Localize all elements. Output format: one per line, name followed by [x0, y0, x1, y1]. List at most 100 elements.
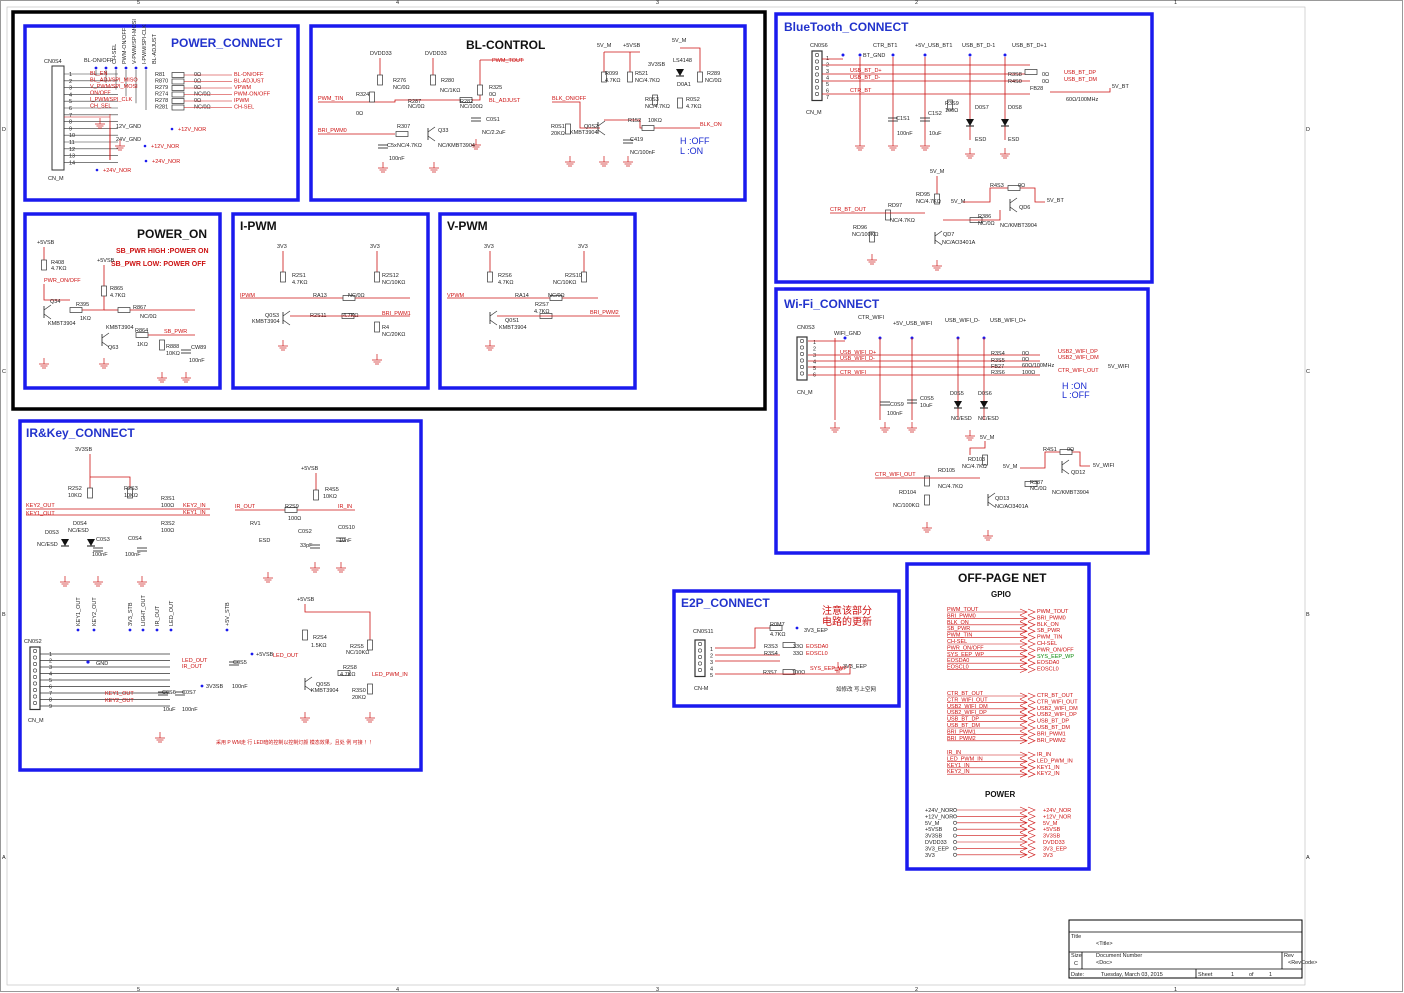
e2p-block: E2P_CONNECT 注意该部分电路的更新CN0S11CN-M12345R0M… [672, 589, 901, 708]
resistor-value: NC/0Ω [705, 78, 722, 84]
cap-ref: C5x [387, 143, 397, 149]
net-label: PWM-ON/OFF [234, 92, 271, 98]
net-label: BL_ADJUST [489, 98, 521, 104]
mosfet-part: NC/KMBT3904 [1052, 490, 1089, 496]
offpage-left-net: IR_IN [947, 750, 961, 756]
resistor-ref: R289 [707, 71, 720, 77]
offpage-power-left: +24V_NOR [925, 808, 953, 814]
resistor-ref: R278 [155, 98, 168, 104]
net-label: USB_BT_D- [850, 75, 880, 81]
net-label: USB_WIFI_D- [945, 318, 980, 324]
offpage-power-right: 3V3_EEP [1043, 846, 1067, 852]
net-label: USB_BT_D+ [850, 68, 882, 74]
resistor-ref: R3S4 [764, 651, 778, 657]
offpage-left-net: USB2_WIFI_DM [947, 704, 988, 710]
resistor-value: NC/4.7KΩ [397, 143, 422, 149]
resistor-value: 4.7KΩ [340, 672, 355, 678]
resistor-value: 4.7KΩ [534, 309, 549, 315]
net-label: SB_PWR [164, 329, 187, 335]
net-label: BT_GND [863, 53, 885, 59]
transistor-part: QD13 [995, 496, 1009, 502]
rev-label: Rev [1284, 953, 1294, 959]
pin-number: 3 [710, 660, 713, 666]
rail-label: 3V3 [578, 244, 588, 250]
pin-number: 9 [69, 126, 72, 132]
resistor-value: 33Ω [793, 644, 803, 650]
ferrite-value: 60Ω/100MHz [1066, 97, 1098, 103]
pin-number: 8 [69, 120, 72, 126]
resistor-ref: R324 [356, 92, 369, 98]
offpage-left-net: BRI_PWM0 [947, 613, 976, 619]
net-label: USB_WIFI_D- [840, 356, 875, 362]
resistor-ref: R2S6 [498, 273, 512, 279]
offpage-power-right: +24V_NOR [1043, 808, 1071, 814]
offpage-right-net: SYS_EEP_WP [1037, 654, 1074, 660]
pin-number: 7 [49, 691, 52, 697]
net-label: VPWM [447, 293, 465, 299]
wifi-hint-on: H :ON [1062, 381, 1087, 391]
resistor-ref: R81 [155, 72, 165, 78]
rail-label: 3V3SB [206, 684, 223, 690]
net-label: IR_OUT [155, 605, 161, 626]
border-column-label: 3 [656, 987, 659, 993]
net-label: PWM-ON/OFF [122, 27, 128, 64]
resistor-ref: R282 [460, 99, 473, 105]
resistor-ref: R2S5 [350, 644, 364, 650]
net-label: USB_BT_DM [1064, 77, 1097, 83]
border-row-label: D [1306, 127, 1310, 133]
net-label: CTR_WIFI_OUT [1058, 368, 1099, 374]
resistor-ref: RA13 [313, 293, 327, 299]
date-label: Date: [1071, 972, 1085, 978]
date-value: Tuesday, March 03, 2015 [1101, 972, 1163, 978]
bl-control-title: BL-CONTROL [466, 38, 545, 52]
offpage-power-left: +5VSB [925, 827, 943, 833]
resistor-ref: R2S10 [565, 273, 582, 279]
resistor-ref: R0S2 [686, 97, 700, 103]
sheet-total: 1 [1269, 972, 1272, 978]
resistor-ref: RD95 [916, 192, 930, 198]
resistor-value: NC/0Ω [978, 221, 995, 227]
transistor-ref: Q0S2 [584, 124, 598, 130]
resistor-value: NC/10KΩ [346, 650, 369, 656]
pin-number: 5 [813, 366, 816, 372]
resistor-value: 10KΩ [68, 493, 82, 499]
net-label: USB_BT_D-1 [962, 43, 995, 49]
net-label: BL-ADJUST [234, 79, 265, 85]
varistor-part: ESD [259, 538, 270, 544]
connector-ref: CN-M [694, 686, 709, 692]
resistor-ref: R3S1 [161, 496, 175, 502]
border-column-label: 1 [1174, 987, 1177, 993]
resistor-value: NC/0Ω [1030, 486, 1047, 492]
power-on-block: POWER_ON SB_PWR HIGH :POWER ON SB_PWR LO… [23, 212, 222, 390]
bl-hint-off: H :OFF [680, 136, 710, 146]
connector-ref: CN0S11 [693, 629, 713, 635]
pin-number: 5 [69, 99, 72, 105]
pin-number: 6 [69, 106, 72, 112]
title-value: <Title> [1096, 941, 1113, 947]
net-label: IR_OUT [235, 504, 256, 510]
rail-label: 3V3SB [75, 447, 92, 453]
size-value: C [1074, 961, 1078, 967]
cap-ref: C419 [630, 137, 643, 143]
resistor-value: 4.7KΩ [110, 293, 125, 299]
sheet-label: Sheet [1198, 972, 1213, 978]
net-label: IPWM [234, 98, 249, 104]
offpage-left-net: CTR_BT_OUT [947, 691, 984, 697]
resistor-value: NC/4.7KΩ [890, 218, 915, 224]
offpage-left-net: CTR_WIFI_OUT [947, 697, 988, 703]
resistor-value: NC/4.7KΩ [916, 199, 941, 205]
resistor-ref: R4S5 [325, 487, 339, 493]
resistor-value: NC/20KΩ [382, 332, 405, 338]
cap-value: 100nF [92, 552, 108, 558]
connector-ref: CN0S2 [24, 639, 42, 645]
cap-value: 10uF [163, 707, 176, 713]
offpage-right-net: CTR_WIFI_OUT [1037, 699, 1078, 705]
rail-label: 5V_M [951, 199, 966, 205]
offpage-power-left: 3V3 [925, 853, 935, 859]
diode-ref: D0S6 [978, 391, 992, 397]
transistor-part: KMBT3904 [106, 325, 134, 331]
diode-part: NC/ESD [68, 528, 89, 534]
